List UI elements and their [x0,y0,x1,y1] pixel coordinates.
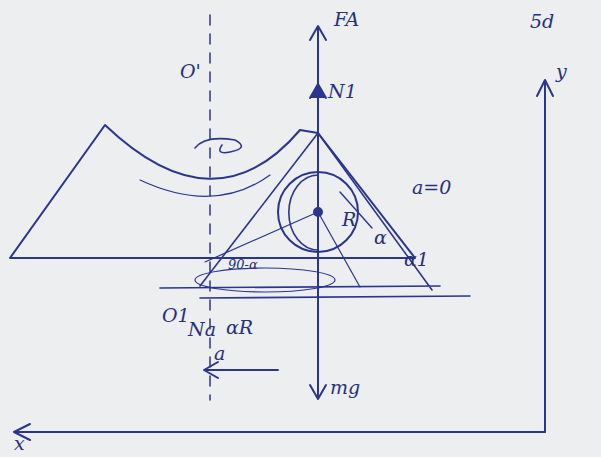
sketch-label: O1 [162,306,190,325]
arrow-head [537,80,553,96]
sketch-label: α [374,228,387,247]
arrow-head [310,26,326,40]
sketch-label: O' [180,62,201,81]
sketch-label: a [214,344,225,363]
sketch-label: 90-α [228,258,258,271]
sketch-label: N1 [328,82,357,101]
radius [340,192,372,228]
gravity-line [317,212,319,398]
rotation-axis [209,15,211,400]
cone-lines [160,133,470,298]
bowl-shading [140,175,270,196]
sketch-label: Na [188,320,216,339]
rotation-mark [195,139,241,153]
body-outline [10,125,415,258]
sketch-label: a=0 [412,178,451,197]
accel-line [205,369,278,371]
arrow-head [204,362,218,378]
sketch-label: α1 [404,250,429,269]
sketch-label: mg [330,378,360,397]
arrow-head [310,84,326,98]
sketch-label: FA [334,10,359,29]
sketch-label: x [14,434,25,453]
arrow-head [310,385,326,399]
ellipse [195,268,335,292]
y-axis [544,82,546,432]
sketch-label: αR [226,318,253,337]
radius-lines [205,212,360,287]
x-axis [16,431,545,433]
sketch-label: 5d [530,12,554,31]
sketch-label: y [556,62,567,81]
sketch-label: R [342,210,356,229]
force-line [317,28,319,212]
